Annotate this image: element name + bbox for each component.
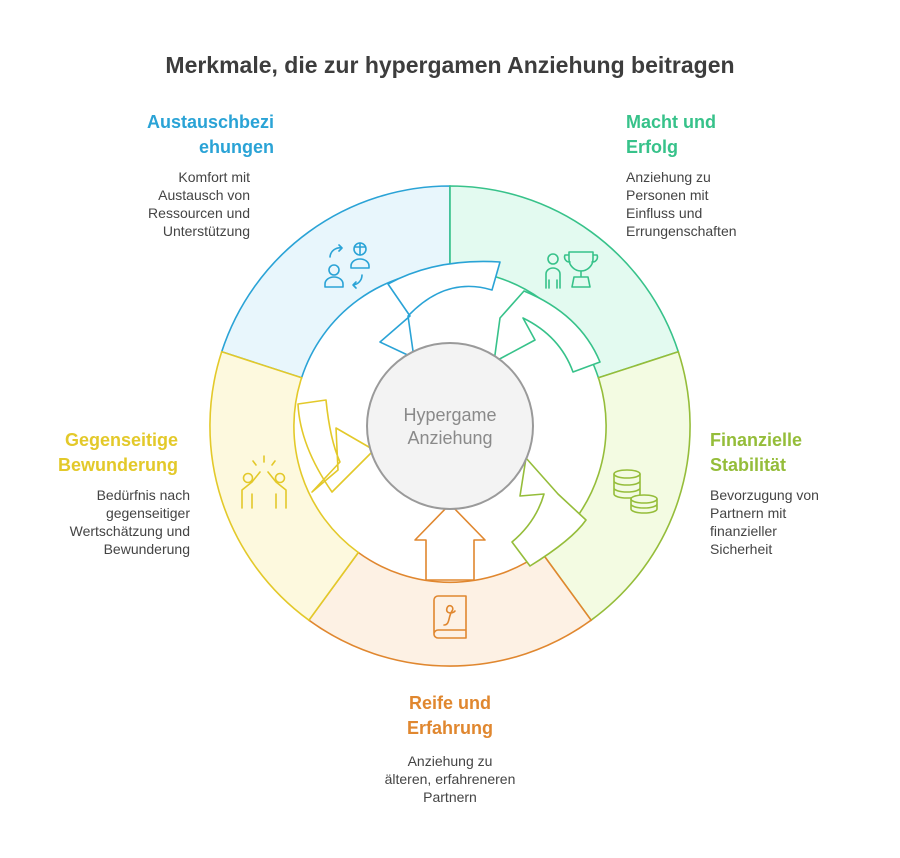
label-reife-text: Reife und Erfahrung — [406, 693, 493, 738]
label-reife: Reife und Erfahrung — [350, 691, 550, 741]
arrow-bewunderung — [297, 399, 375, 493]
label-austausch-text: Austauschbezi ehungen — [146, 112, 274, 157]
arrow-austausch — [379, 260, 501, 359]
segment-austausch — [220, 185, 451, 379]
desc-reife: Anziehung zu älteren, erfahreneren Partn… — [384, 753, 516, 805]
arrow-reife — [414, 503, 486, 581]
label-finanz-text: Finanzielle Stabilität — [710, 430, 803, 475]
desc-bewunderung: Bedürfnis nach gegenseitiger Wertschätzu… — [69, 487, 190, 557]
center-label-line1: Hypergame — [403, 405, 496, 425]
diagram-title: Merkmale, die zur hypergamen Anziehung b… — [165, 52, 735, 78]
label-austausch: Austauschbezi ehungen — [110, 110, 274, 160]
segment-reife — [307, 551, 593, 667]
arrow-finanz — [511, 457, 587, 567]
label-bewunderung: Gegenseitige Bewunderung — [20, 428, 178, 478]
label-macht-text: Macht und Erfolg — [626, 112, 716, 157]
segment-finanz — [540, 350, 691, 622]
segment-macht — [449, 185, 680, 379]
person-trophy-icon — [545, 251, 599, 289]
high-five-icon — [241, 455, 287, 509]
desc-austausch: Komfort mit Austausch von Ressourcen und… — [148, 169, 250, 239]
segment-bewunderung — [209, 350, 360, 622]
center-label-line2: Anziehung — [407, 428, 492, 448]
label-bewunderung-text: Gegenseitige Bewunderung — [58, 430, 178, 475]
center-circle — [366, 342, 534, 510]
label-macht: Macht und Erfolg — [626, 110, 786, 160]
arrow-macht — [493, 290, 601, 373]
coins-icon — [613, 469, 658, 514]
desc-macht: Anziehung zu Personen mit Einfluss und E… — [626, 169, 737, 239]
book-icon — [433, 595, 467, 639]
desc-finanz: Bevorzugung von Partnern mit finanzielle… — [710, 487, 819, 557]
exchange-people-icon — [324, 242, 370, 289]
label-finanz: Finanzielle Stabilität — [710, 428, 860, 478]
